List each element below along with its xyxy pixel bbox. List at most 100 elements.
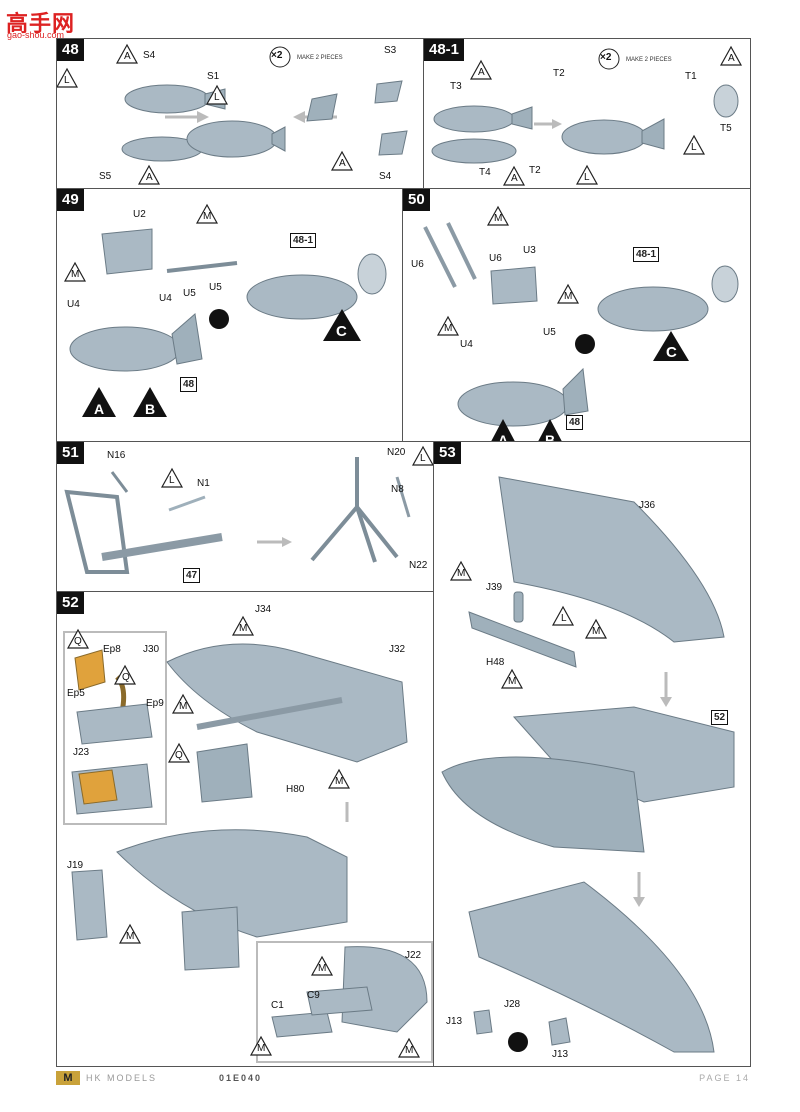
step-51-panel: 51 L L 47 N16 N1 N20 N8 N22 [56, 441, 435, 593]
symbol-a: A [339, 158, 346, 169]
step-50-drawing [423, 205, 739, 442]
step-48-drawing [57, 43, 408, 185]
part-label: U4 [460, 339, 473, 350]
part-label: U4 [67, 299, 80, 310]
brand-name: HK MODELS [86, 1073, 158, 1083]
part-label: C9 [307, 990, 320, 1001]
step-number: 51 [57, 442, 84, 464]
quantity-badge: ×2 [600, 52, 612, 63]
part-label: N20 [387, 447, 406, 458]
part-label: S3 [384, 45, 397, 56]
part-label: J36 [639, 500, 656, 511]
symbol-m: M [508, 676, 517, 687]
part-label: N22 [409, 560, 428, 571]
part-label: J13 [446, 1016, 463, 1027]
part-label: T4 [479, 167, 491, 178]
make-pieces-note: MAKE 2 PIECES [297, 55, 343, 61]
symbol-a: A [498, 432, 509, 443]
part-label: J13 [552, 1049, 569, 1060]
part-label: S5 [99, 171, 112, 182]
part-label: J22 [405, 950, 422, 961]
step-53-drawing [441, 476, 735, 1053]
part-label: N1 [197, 478, 210, 489]
symbol-m: M [203, 211, 212, 222]
step-reference: 48-1 [633, 247, 660, 262]
step-53-panel: 53 M L M M 52 J36 J39 H48 J28 J13 J13 [433, 441, 751, 1067]
symbol-l: L [584, 172, 590, 183]
step-reference: 48 [180, 377, 198, 392]
step-reference: 47 [183, 568, 201, 583]
symbol-a: A [146, 172, 153, 183]
symbol-l: L [169, 475, 175, 486]
part-label: T1 [685, 71, 697, 82]
symbol-m: M [257, 1043, 266, 1054]
kit-code: 01E040 [219, 1073, 263, 1083]
part-label: U5 [183, 288, 196, 299]
watermark-text: 高手网 [6, 11, 76, 36]
symbol-m: M [318, 963, 327, 974]
symbol-l: L [420, 453, 426, 464]
part-label: T2 [553, 68, 565, 79]
symbol-m: M [592, 626, 601, 637]
part-label: N8 [391, 484, 404, 495]
symbol-a: A [728, 53, 735, 64]
part-label: U5 [543, 327, 556, 338]
step-48-panel: 48 A L L A A ×2 MAKE 2 PIECES S4 [56, 38, 425, 190]
part-label: H48 [486, 657, 505, 668]
part-label: Ep9 [146, 698, 164, 709]
symbol-b: B [545, 432, 556, 443]
part-label: T5 [720, 123, 732, 134]
step-52-panel: 52 M Q Q M Q M [56, 591, 435, 1067]
part-label: T2 [529, 165, 541, 176]
symbol-l: L [64, 75, 70, 86]
symbol-c: C [336, 323, 347, 340]
symbol-a: A [478, 67, 485, 78]
symbol-m: M [444, 323, 453, 334]
symbol-m: M [335, 776, 344, 787]
symbol-q: Q [175, 750, 183, 761]
part-label: H80 [286, 784, 305, 795]
part-label: Ep5 [67, 688, 85, 699]
make-pieces-note: MAKE 2 PIECES [626, 57, 672, 63]
step-51-drawing [64, 445, 434, 574]
symbol-a: A [511, 173, 518, 184]
symbol-b: B [145, 401, 156, 417]
step-number: 48 [57, 39, 84, 61]
part-label: C1 [271, 1000, 284, 1011]
hk-models-logo: M [56, 1071, 80, 1085]
part-label: N16 [107, 450, 126, 461]
part-label: U2 [133, 209, 146, 220]
symbol-a: A [124, 51, 131, 62]
step-number: 52 [57, 592, 84, 614]
symbol-m: M [564, 291, 573, 302]
symbol-q: Q [74, 636, 82, 647]
step-52-drawing [63, 615, 433, 1063]
part-label: U4 [159, 293, 172, 304]
symbol-l: L [691, 142, 697, 153]
step-number: 48-1 [424, 39, 465, 61]
symbol-m: M [71, 269, 80, 280]
part-label: Ep8 [103, 644, 121, 655]
step-48-1-drawing [431, 45, 743, 186]
part-label: J19 [67, 860, 84, 871]
symbol-c: C [666, 344, 677, 361]
part-label: U6 [411, 259, 424, 270]
symbol-q: Q [122, 672, 130, 683]
quantity-badge: ×2 [271, 50, 283, 61]
part-label: J39 [486, 582, 503, 593]
step-reference: 48 [566, 415, 584, 430]
symbol-m: M [179, 701, 188, 712]
step-50-panel: 50 M M M A B C 48-1 48 U6 U6 U3 U4 U5 [402, 188, 751, 443]
part-label: S1 [207, 71, 220, 82]
step-reference: 48-1 [290, 233, 317, 248]
part-label: J28 [504, 999, 521, 1010]
part-label: T3 [450, 81, 462, 92]
part-label: J34 [255, 604, 272, 615]
step-number: 50 [403, 189, 430, 211]
step-49-panel: 49 M M A B C 48-1 48 U2 U4 U4 U5 U5 [56, 188, 404, 443]
symbol-l: L [214, 92, 220, 103]
step-number: 53 [434, 442, 461, 464]
page-footer: M HK MODELS 01E040 PAGE 14 [56, 1071, 750, 1085]
part-label: U5 [209, 282, 222, 293]
part-label: U6 [489, 253, 502, 264]
